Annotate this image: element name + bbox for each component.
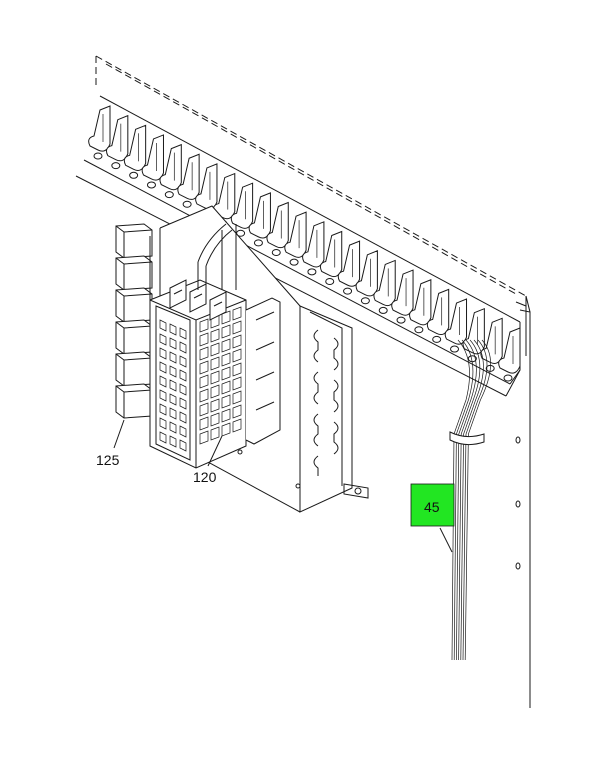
callout-125-label: 125 [96, 452, 120, 468]
callout-leaders [113, 419, 453, 553]
back-panel [95, 55, 531, 708]
wire-channel-rail [75, 95, 521, 397]
comb-teeth [88, 105, 521, 382]
callout-45-highlight [410, 483, 455, 527]
callout-45-label: 45 [424, 499, 440, 515]
wire-harness [449, 339, 491, 661]
relay-stack [115, 223, 153, 420]
fuse-block [149, 223, 281, 469]
callout-120-label: 120 [193, 469, 217, 485]
